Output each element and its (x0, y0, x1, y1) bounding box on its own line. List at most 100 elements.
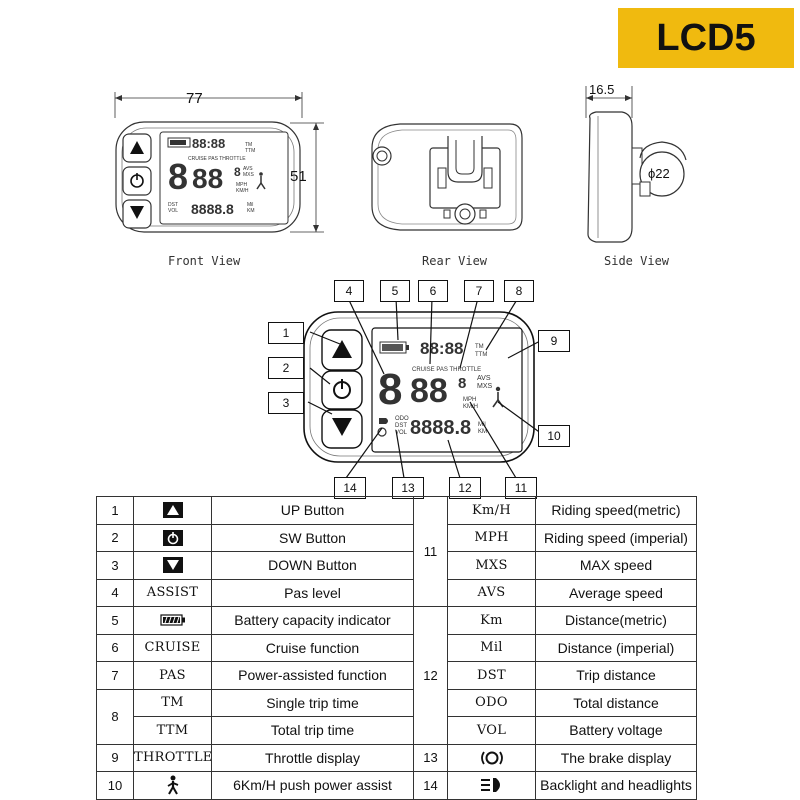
item-desc: Power-assisted function (211, 661, 414, 690)
callout-2: 2 (268, 357, 304, 379)
svg-text:KM: KM (247, 208, 255, 214)
svg-text:Mil: Mil (247, 202, 253, 208)
svg-text:AVS: AVS (477, 375, 491, 382)
item-code: Km/H (447, 496, 536, 525)
item-desc: Riding speed (imperial) (535, 523, 697, 552)
model-badge: LCD5 (618, 8, 794, 68)
item-desc: Battery voltage (535, 716, 697, 745)
callout-8: 8 (504, 280, 534, 302)
svg-text:VOL: VOL (395, 430, 408, 436)
group-number: 14 (413, 771, 448, 800)
diagram-power-button (321, 370, 363, 410)
svg-text:8888.8: 8888.8 (410, 417, 471, 439)
svg-text:8888.8: 8888.8 (191, 201, 234, 217)
item-desc: MAX speed (535, 551, 697, 580)
item-number: 3 (96, 551, 134, 580)
item-desc: Throttle display (211, 743, 414, 772)
item-desc: Total trip time (211, 716, 414, 745)
item-number: 6 (96, 633, 134, 662)
item-code: Km (447, 606, 536, 635)
table-row: 1 UP Button 11 Km/H Riding speed(metric) (96, 496, 697, 607)
group-number: 12 (413, 606, 448, 745)
table-row: 3 DOWN Button MXS MAX speed (96, 551, 697, 580)
svg-text:8: 8 (234, 165, 241, 179)
table-row: 4 ASSIST Pas level AVS Average speed (96, 578, 697, 607)
svg-text:TM: TM (245, 142, 252, 148)
callout-11: 11 (505, 477, 537, 499)
item-code: TM (133, 688, 212, 717)
svg-text:DST: DST (168, 202, 178, 208)
brake-icon (447, 743, 536, 772)
headlight-icon (447, 771, 536, 800)
svg-text:VOL: VOL (168, 208, 178, 214)
spec-table: 1 UP Button 11 Km/H Riding speed(metric)… (96, 496, 697, 800)
down-arrow-icon (133, 551, 212, 580)
side-view-drawing (585, 86, 687, 243)
item-desc: SW Button (211, 523, 414, 552)
front-view-caption: Front View (168, 254, 241, 268)
svg-text:TTM: TTM (475, 352, 487, 358)
callout-4: 4 (334, 280, 364, 302)
svg-text:8: 8 (168, 156, 188, 197)
item-desc: 6Km/H push power assist (211, 771, 414, 800)
table-row: 8 TM Single trip time ODO Total distance (96, 688, 697, 745)
clamp-diameter-label: ϕ22 (648, 166, 670, 181)
table-row: 5 Battery capacity indicator 12 Km Dista… (96, 606, 697, 745)
item-code: PAS (133, 661, 212, 690)
item-number: 9 (96, 743, 134, 772)
svg-text:88: 88 (410, 372, 448, 410)
svg-text:MXS: MXS (243, 172, 255, 178)
item-desc: Trip distance (535, 661, 697, 690)
item-desc: Distance (imperial) (535, 633, 697, 662)
svg-text:CRUISE PAS THROTTLE: CRUISE PAS THROTTLE (188, 156, 246, 162)
table-row: 2 SW Button MPH Riding speed (imperial) (96, 523, 697, 552)
power-icon (133, 523, 212, 552)
item-code: ASSIST (133, 578, 212, 607)
svg-text:MPH: MPH (236, 182, 248, 188)
item-desc: UP Button (211, 496, 414, 525)
svg-text:KM/H: KM/H (463, 404, 478, 410)
side-view-caption: Side View (604, 254, 670, 268)
callout-1: 1 (268, 322, 304, 344)
table-row: TTM Total trip time VOL Battery voltage (97, 716, 697, 745)
item-code: TTM (133, 716, 212, 745)
battery-icon (133, 606, 212, 635)
callout-13: 13 (392, 477, 424, 499)
item-desc: Riding speed(metric) (535, 496, 697, 525)
item-code: DST (447, 661, 536, 690)
item-code: MXS (447, 551, 536, 580)
up-arrow-icon (133, 496, 212, 525)
item-code: VOL (447, 716, 536, 745)
callout-5: 5 (380, 280, 410, 302)
item-number: 2 (96, 523, 134, 552)
callout-14: 14 (334, 477, 366, 499)
svg-text:DST: DST (395, 423, 407, 429)
table-row: 6 CRUISE Cruise function Mil Distance (i… (96, 633, 697, 662)
svg-text:CRUISE PAS THROTTLE: CRUISE PAS THROTTLE (412, 367, 481, 373)
item-desc: Distance(metric) (535, 606, 697, 635)
callout-diagram: 88:88 TM TTM CRUISE PAS THROTTLE 8 88 8 … (303, 297, 543, 479)
group-number: 11 (413, 496, 448, 607)
rear-view-caption: Rear View (422, 254, 488, 268)
table-row: 9 THROTTLE Throttle display 13 The brake… (96, 743, 697, 772)
item-code: CRUISE (133, 633, 212, 662)
item-number: 7 (96, 661, 134, 690)
item-desc: Cruise function (211, 633, 414, 662)
svg-text:TM: TM (475, 344, 484, 350)
group-number: 13 (413, 743, 448, 772)
item-desc: Pas level (211, 578, 414, 607)
table-row: 7 PAS Power-assisted function DST Trip d… (96, 661, 697, 690)
callout-10: 10 (538, 425, 570, 447)
item-code: AVS (447, 578, 536, 607)
svg-text:ODO: ODO (395, 416, 409, 422)
svg-text:AVS: AVS (243, 166, 253, 172)
svg-text:Mil: Mil (478, 422, 486, 428)
svg-text:8: 8 (378, 365, 402, 414)
item-desc: The brake display (535, 743, 697, 772)
item-desc: DOWN Button (211, 551, 414, 580)
item-number: 10 (96, 771, 134, 800)
svg-text:MXS: MXS (477, 383, 493, 390)
svg-text:KM/H: KM/H (236, 188, 249, 194)
svg-text:88: 88 (192, 163, 223, 194)
svg-text:8: 8 (458, 375, 466, 392)
